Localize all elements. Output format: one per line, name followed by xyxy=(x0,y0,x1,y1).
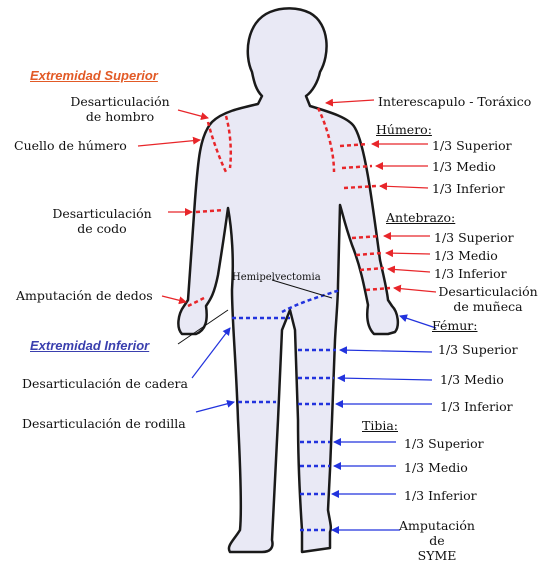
label-humero-inferior: 1/3 Inferior xyxy=(432,181,505,196)
arrow-femur-2 xyxy=(338,378,432,380)
label-tibia-inferior: 1/3 Inferior xyxy=(404,488,477,503)
arrow-cuello xyxy=(138,140,200,146)
label-cuello-humero: Cuello de húmero xyxy=(14,138,127,153)
label-syme-line1: Amputación xyxy=(392,518,482,533)
label-femur-superior: 1/3 Superior xyxy=(438,342,518,357)
label-antebrazo-title: Antebrazo: xyxy=(386,210,455,225)
label-hemipelvectomia: Hemipelvectomia xyxy=(232,270,321,285)
arrow-rodilla xyxy=(196,402,234,412)
label-desarticulacion-muneca: Desarticulación de muñeca xyxy=(436,284,540,314)
label-hombro-line2: de hombro xyxy=(66,109,174,124)
label-muneca-line2: de muñeca xyxy=(436,299,540,314)
upper-extremity-heading: Extremidad Superior xyxy=(30,68,158,83)
label-femur-medio: 1/3 Medio xyxy=(440,372,504,387)
label-humero-superior: 1/3 Superior xyxy=(432,138,512,153)
label-femur-inferior: 1/3 Inferior xyxy=(440,399,513,414)
label-hombro-line1: Desarticulación xyxy=(66,94,174,109)
arrow-humero-3 xyxy=(380,186,428,188)
label-antebrazo-medio: 1/3 Medio xyxy=(434,248,498,263)
label-tibia-title: Tibia: xyxy=(362,418,398,433)
label-amputacion-dedos: Amputación de dedos xyxy=(16,288,153,303)
arrow-femur-1b xyxy=(340,350,432,352)
label-antebrazo-superior: 1/3 Superior xyxy=(434,230,514,245)
arrow-hombro xyxy=(178,110,208,118)
label-humero-title: Húmero: xyxy=(376,122,432,137)
label-desarticulacion-rodilla: Desarticulación de rodilla xyxy=(22,416,186,431)
label-antebrazo-inferior: 1/3 Inferior xyxy=(434,266,507,281)
label-syme-line3: SYME xyxy=(392,548,482,563)
arrow-muneca xyxy=(394,288,436,292)
label-tibia-superior: 1/3 Superior xyxy=(404,436,484,451)
label-desarticulacion-codo: Desarticulación de codo xyxy=(46,206,158,236)
label-femur-title: Fémur: xyxy=(432,318,477,333)
label-codo-line2: de codo xyxy=(46,221,158,236)
label-amputacion-syme: Amputación de SYME xyxy=(392,518,482,563)
arrow-femur-1 xyxy=(400,316,436,328)
label-interescapulo-toraxico: Interescapulo - Toráxico xyxy=(378,94,531,109)
arrow-dedos xyxy=(162,296,186,302)
label-codo-line1: Desarticulación xyxy=(46,206,158,221)
arrow-antebrazo-3 xyxy=(388,269,430,272)
label-desarticulacion-cadera: Desarticulación de cadera xyxy=(22,376,188,391)
label-muneca-line1: Desarticulación xyxy=(436,284,540,299)
lower-extremity-heading: Extremidad Inferior xyxy=(30,338,149,353)
arrow-cadera xyxy=(192,328,230,378)
label-desarticulacion-hombro: Desarticulación de hombro xyxy=(66,94,174,124)
label-humero-medio: 1/3 Medio xyxy=(432,159,496,174)
label-syme-line2: de xyxy=(392,533,482,548)
label-tibia-medio: 1/3 Medio xyxy=(404,460,468,475)
arrow-interescapulo xyxy=(326,100,374,103)
arrow-antebrazo-2 xyxy=(386,253,430,254)
